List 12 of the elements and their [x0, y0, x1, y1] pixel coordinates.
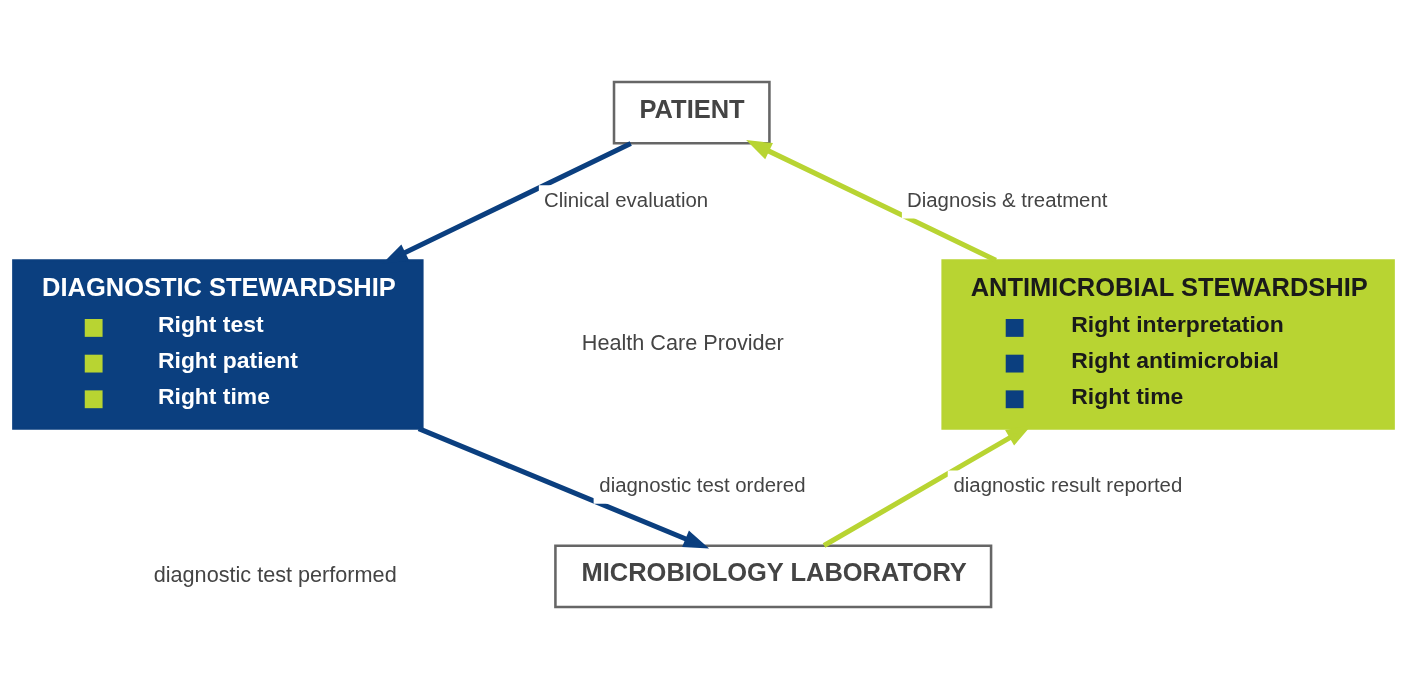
node-box: MICROBIOLOGY LABORATORY	[554, 544, 993, 608]
label: diagnostic test performed	[153, 561, 397, 587]
edge-label: Diagnosis & treatment	[906, 188, 1108, 211]
edge-label: diagnostic result reported	[953, 473, 1183, 496]
node-box: ANTIMICROBIAL STEWARDSHIP Right interpretation Right antimicrobial Right time	[941, 258, 1395, 430]
arrow	[417, 425, 710, 549]
label: Health Care Provider	[581, 329, 784, 355]
node-box: DIAGNOSTIC STEWARDSHIP Right test Right patient Right time	[12, 258, 424, 430]
arrow	[746, 139, 997, 263]
node-box: PATIENT	[612, 80, 771, 144]
edge-label: diagnostic test ordered	[599, 473, 806, 496]
edge-label: Clinical evaluation	[543, 188, 709, 211]
